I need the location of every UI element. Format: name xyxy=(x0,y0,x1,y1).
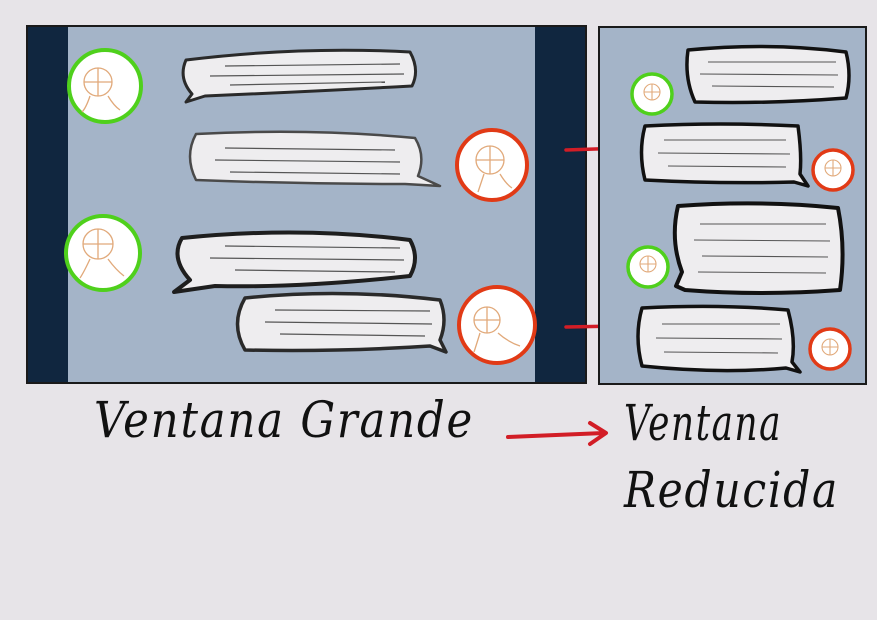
message-bubble xyxy=(181,48,417,104)
message-bubble xyxy=(188,130,442,188)
message-text-lines xyxy=(657,139,791,168)
reduced-window xyxy=(598,26,867,385)
message-bubble xyxy=(639,122,810,188)
avatar-self xyxy=(626,245,670,289)
message-text-lines xyxy=(209,245,405,273)
avatar-other xyxy=(457,285,537,365)
user-avatar-icon xyxy=(824,159,842,177)
message-bubble xyxy=(636,304,802,374)
user-avatar-icon xyxy=(475,145,513,193)
avatar-self xyxy=(67,48,143,124)
user-avatar-icon xyxy=(639,255,657,273)
message-text-lines xyxy=(699,61,839,88)
reduced-message-4 xyxy=(636,304,852,374)
reduced-window-label-line2: Reducida xyxy=(623,461,839,519)
avatar-other xyxy=(455,128,529,202)
avatar-self xyxy=(64,214,142,292)
message-bubble xyxy=(235,291,448,354)
message-bubble xyxy=(672,201,845,295)
user-avatar-icon xyxy=(473,306,521,353)
reduced-message-3 xyxy=(626,201,845,295)
user-avatar-icon xyxy=(79,228,125,279)
large-window xyxy=(26,25,587,384)
large-message-2 xyxy=(188,128,529,202)
large-window-right-margin xyxy=(535,27,585,382)
message-text-lines xyxy=(264,309,433,337)
user-avatar-icon xyxy=(81,67,121,113)
large-message-3 xyxy=(64,214,417,294)
large-window-label: Ventana Grande xyxy=(94,391,474,449)
message-text-lines xyxy=(693,223,831,274)
avatar-other xyxy=(811,148,855,192)
reduced-message-1 xyxy=(630,44,851,116)
arrow-right-icon xyxy=(506,421,608,446)
message-bubble xyxy=(685,44,851,105)
user-avatar-icon xyxy=(643,83,661,101)
user-avatar-icon xyxy=(821,338,839,356)
message-text-lines xyxy=(214,147,401,175)
reduced-window-label-line1: Ventana xyxy=(624,394,782,452)
message-bubble xyxy=(172,230,417,294)
large-window-left-margin xyxy=(28,27,68,382)
message-text-lines xyxy=(209,63,405,86)
message-text-lines xyxy=(655,323,783,354)
avatar-other xyxy=(808,327,852,371)
avatar-self xyxy=(630,72,674,116)
large-message-1 xyxy=(67,48,417,124)
reduced-message-2 xyxy=(639,122,855,192)
large-message-4 xyxy=(235,285,537,365)
